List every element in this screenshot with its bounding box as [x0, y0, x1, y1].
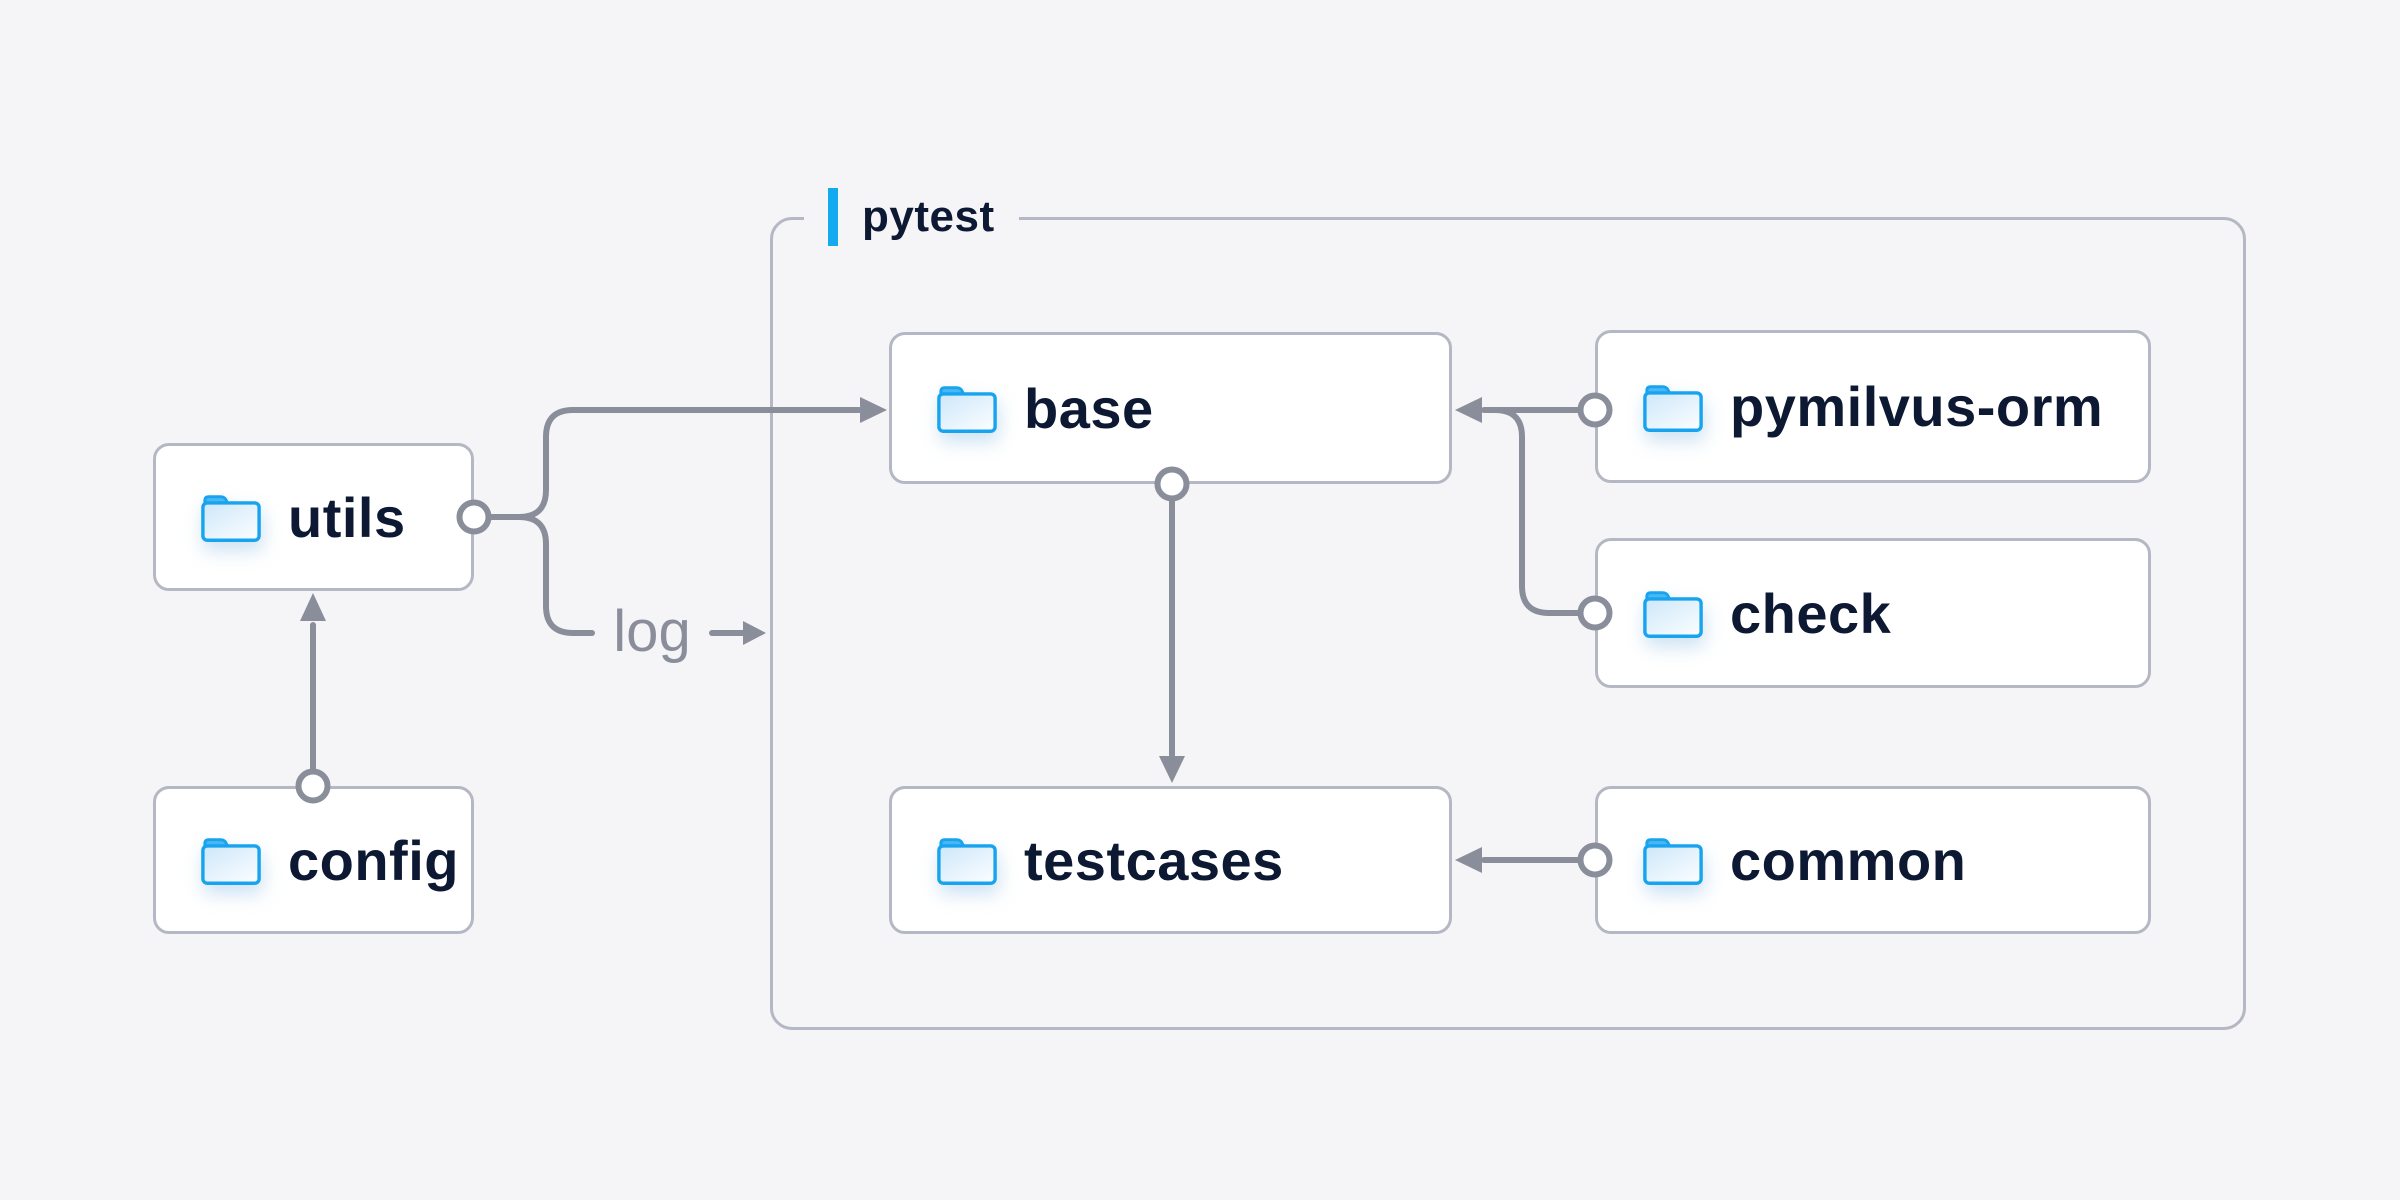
- node-config-label: config: [288, 828, 459, 892]
- node-pymilvus-orm-label: pymilvus-orm: [1730, 375, 2104, 438]
- node-check-label: check: [1730, 581, 1892, 645]
- node-testcases: testcases: [889, 786, 1452, 934]
- node-common-label: common: [1730, 828, 1967, 892]
- folder-icon: [937, 386, 997, 433]
- folder-icon: [201, 838, 261, 885]
- node-common: common: [1595, 786, 2151, 934]
- edge-label-log: log: [613, 599, 691, 664]
- arrowhead: [300, 593, 326, 621]
- pytest-group-title: pytest: [862, 192, 995, 241]
- node-base-label: base: [1024, 376, 1154, 440]
- folder-icon: [1643, 591, 1703, 638]
- folder-icon: [1643, 838, 1703, 885]
- folder-icon: [201, 495, 261, 542]
- pytest-group-label: pytest: [804, 184, 1019, 250]
- node-utils: utils: [153, 443, 474, 591]
- accent-bar-icon: [828, 188, 838, 246]
- pytest-group-box: [770, 217, 2246, 1030]
- arrowhead: [743, 621, 766, 645]
- node-base: base: [889, 332, 1452, 484]
- folder-icon: [1643, 384, 1703, 432]
- node-utils-label: utils: [288, 485, 406, 549]
- node-pymilvus-orm: pymilvus-orm: [1595, 330, 2151, 483]
- node-testcases-label: testcases: [1024, 828, 1284, 892]
- folder-icon: [937, 838, 997, 885]
- node-config: config: [153, 786, 474, 934]
- node-check: check: [1595, 538, 2151, 688]
